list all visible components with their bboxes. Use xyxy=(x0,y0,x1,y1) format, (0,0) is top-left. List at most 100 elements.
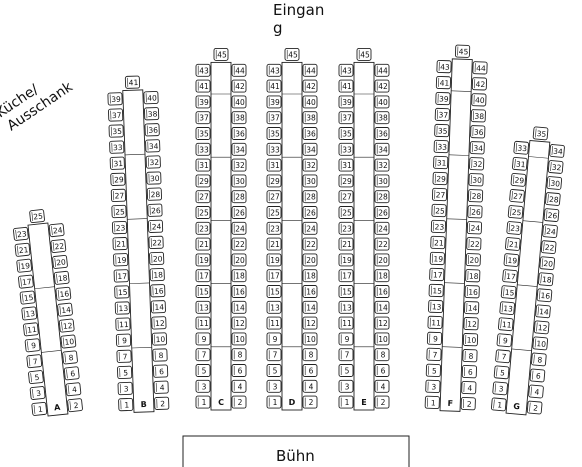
seat[interactable]: 33 xyxy=(195,142,211,156)
seat[interactable]: 31 xyxy=(195,158,211,172)
seat[interactable]: 28 xyxy=(146,187,162,201)
seat[interactable]: 40 xyxy=(302,95,318,109)
seat[interactable]: 19 xyxy=(113,253,129,267)
seat[interactable]: 31 xyxy=(433,155,449,170)
seat[interactable]: 34 xyxy=(302,142,318,156)
seat[interactable]: 21 xyxy=(430,235,446,250)
seat[interactable]: 27 xyxy=(110,188,127,203)
seat[interactable]: 31 xyxy=(512,156,528,171)
seat[interactable]: 17 xyxy=(195,269,211,283)
seat[interactable]: 27 xyxy=(431,187,448,202)
seat[interactable]: 38 xyxy=(470,109,486,123)
seat[interactable]: 14 xyxy=(57,302,73,317)
seat[interactable]: 37 xyxy=(266,111,282,125)
seat[interactable]: 20 xyxy=(52,255,68,269)
head-seat[interactable]: 45 xyxy=(454,44,471,58)
seat[interactable]: 10 xyxy=(462,333,479,347)
seat[interactable]: 12 xyxy=(463,317,479,331)
seat[interactable]: 38 xyxy=(374,111,390,125)
seat[interactable]: 22 xyxy=(148,235,164,250)
seat[interactable]: 10 xyxy=(302,332,318,346)
seat[interactable]: 29 xyxy=(195,174,211,188)
seat[interactable]: 23 xyxy=(338,221,354,235)
seat[interactable]: 18 xyxy=(149,267,165,282)
seat[interactable]: 16 xyxy=(55,286,72,301)
seat[interactable]: 14 xyxy=(302,300,318,314)
seat[interactable]: 34 xyxy=(374,142,390,156)
seat[interactable]: 22 xyxy=(466,237,482,251)
seat[interactable]: 36 xyxy=(374,127,390,140)
seat[interactable]: 8 xyxy=(462,349,478,363)
seat[interactable]: 12 xyxy=(151,316,167,330)
seat[interactable]: 16 xyxy=(374,285,390,298)
seat[interactable]: 7 xyxy=(26,354,43,369)
seat[interactable]: 36 xyxy=(144,123,160,137)
seat[interactable]: 7 xyxy=(195,348,211,362)
seat[interactable]: 7 xyxy=(338,348,354,362)
seat[interactable]: 10 xyxy=(151,332,168,346)
seat[interactable]: 9 xyxy=(338,332,354,346)
seat[interactable]: 3 xyxy=(29,386,46,400)
seat[interactable]: 17 xyxy=(113,269,129,283)
seat[interactable]: 13 xyxy=(338,300,354,314)
seat[interactable]: 19 xyxy=(503,253,520,267)
seat[interactable]: 29 xyxy=(338,174,354,188)
seat[interactable]: 12 xyxy=(302,316,318,330)
seat[interactable]: 21 xyxy=(112,237,128,251)
seat[interactable]: 22 xyxy=(302,237,318,251)
seat[interactable]: 38 xyxy=(302,111,318,125)
seat[interactable]: 25 xyxy=(507,205,524,219)
seat[interactable]: 18 xyxy=(465,269,481,283)
seat[interactable]: 10 xyxy=(374,332,390,346)
head-seat[interactable]: 45 xyxy=(284,47,300,61)
seat[interactable]: 8 xyxy=(231,348,247,362)
seat[interactable]: 13 xyxy=(195,300,211,314)
seat[interactable]: 41 xyxy=(266,79,282,93)
seat[interactable]: 37 xyxy=(195,111,211,125)
seat[interactable]: 31 xyxy=(266,158,282,172)
seat[interactable]: 5 xyxy=(28,370,44,385)
seat[interactable]: 18 xyxy=(302,269,318,283)
seat[interactable]: 15 xyxy=(428,283,444,298)
seat[interactable]: 32 xyxy=(302,158,318,172)
seat[interactable]: 14 xyxy=(231,300,247,314)
seat[interactable]: 33 xyxy=(513,140,530,155)
seat[interactable]: 6 xyxy=(152,364,169,378)
seat[interactable]: 39 xyxy=(107,92,123,106)
seat[interactable]: 44 xyxy=(231,63,247,77)
seat[interactable]: 29 xyxy=(266,174,282,188)
seat[interactable]: 35 xyxy=(434,123,450,138)
seat[interactable]: 12 xyxy=(533,320,550,335)
seat[interactable]: 34 xyxy=(231,142,247,156)
seat[interactable]: 23 xyxy=(195,221,211,235)
seat[interactable]: 22 xyxy=(540,240,557,255)
seat[interactable]: 23 xyxy=(13,226,29,241)
seat[interactable]: 15 xyxy=(266,285,282,298)
seat[interactable]: 42 xyxy=(374,79,390,93)
seat[interactable]: 37 xyxy=(338,111,354,125)
seat[interactable]: 5 xyxy=(266,364,282,377)
seat[interactable]: 6 xyxy=(529,368,546,383)
seat[interactable]: 42 xyxy=(302,79,318,93)
seat[interactable]: 27 xyxy=(509,189,525,203)
seat[interactable]: 15 xyxy=(195,285,211,298)
seat[interactable]: 20 xyxy=(539,256,556,271)
head-seat[interactable]: 41 xyxy=(124,75,141,89)
seat[interactable]: 43 xyxy=(436,59,452,74)
seat[interactable]: 18 xyxy=(538,272,554,287)
seat[interactable]: 11 xyxy=(23,322,39,337)
seat[interactable]: 13 xyxy=(21,306,38,321)
seat[interactable]: 32 xyxy=(231,158,247,172)
seat[interactable]: 8 xyxy=(152,348,168,362)
seat[interactable]: 41 xyxy=(338,79,354,93)
seat[interactable]: 13 xyxy=(499,301,515,316)
seat[interactable]: 9 xyxy=(266,332,282,346)
seat[interactable]: 21 xyxy=(505,237,521,251)
seat[interactable]: 12 xyxy=(58,318,75,333)
seat[interactable]: 3 xyxy=(117,381,133,396)
seat[interactable]: 28 xyxy=(545,192,561,206)
seat[interactable]: 10 xyxy=(231,332,247,346)
seat[interactable]: 32 xyxy=(547,160,564,174)
seat[interactable]: 4 xyxy=(153,380,169,394)
seat[interactable]: 36 xyxy=(231,127,247,140)
